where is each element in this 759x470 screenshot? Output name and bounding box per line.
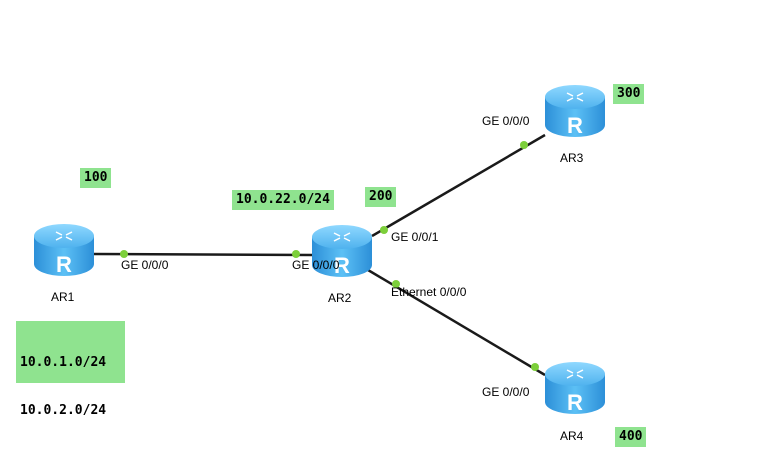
port-dot-ar2-ge000 bbox=[292, 250, 300, 258]
port-dot-ar2-ge001 bbox=[380, 226, 388, 234]
interface-label-ar3-ge000: GE 0/0/0 bbox=[482, 114, 530, 128]
interface-label-ar2-ge000: GE 0/0/0 bbox=[292, 258, 340, 272]
network-tag-ar1-ar2-link: 10.0.22.0/24 bbox=[232, 190, 334, 210]
as-tag-ar1: 100 bbox=[80, 168, 112, 188]
port-dot-ar2-eth000 bbox=[392, 280, 400, 288]
port-dot-ar4-ge000 bbox=[531, 363, 539, 371]
interface-label-ar1-ge000: GE 0/0/0 bbox=[121, 258, 169, 272]
interface-label-ar2-eth000: Ethernet 0/0/0 bbox=[391, 285, 467, 299]
interface-label-ar4-ge000: GE 0/0/0 bbox=[482, 385, 530, 399]
network-ar1-net1: 10.0.1.0/24 bbox=[20, 355, 107, 370]
svg-text:R: R bbox=[567, 113, 583, 138]
svg-text:R: R bbox=[567, 390, 583, 415]
port-dot-ar3-ge000 bbox=[520, 141, 528, 149]
router-ar4-icon[interactable]: R bbox=[545, 362, 605, 415]
router-ar3-icon[interactable]: R bbox=[545, 85, 605, 138]
router-label-ar2: AR2 bbox=[328, 291, 352, 305]
router-label-ar3: AR3 bbox=[560, 151, 584, 165]
network-tag-ar1-networks: 10.0.1.0/24 10.0.2.0/24 bbox=[16, 321, 125, 418]
router-label-ar1: AR1 bbox=[51, 290, 75, 304]
as-tag-ar4: 400 bbox=[615, 427, 647, 447]
link-ar2-ar3[interactable] bbox=[371, 133, 546, 238]
svg-text:R: R bbox=[334, 253, 350, 278]
link-ar1-ar2[interactable] bbox=[92, 252, 313, 257]
network-ar1-net2: 10.0.2.0/24 bbox=[20, 403, 107, 418]
router-label-ar4: AR4 bbox=[560, 429, 584, 443]
svg-text:R: R bbox=[56, 252, 72, 277]
router-ar2-icon[interactable]: R bbox=[312, 225, 372, 278]
router-ar1-icon[interactable]: R bbox=[34, 224, 94, 277]
as-tag-ar3: 300 bbox=[613, 84, 645, 104]
as-tag-ar2: 200 bbox=[365, 187, 397, 207]
interface-label-ar2-ge001: GE 0/0/1 bbox=[391, 230, 439, 244]
port-dot-ar1-ge000 bbox=[120, 250, 128, 258]
